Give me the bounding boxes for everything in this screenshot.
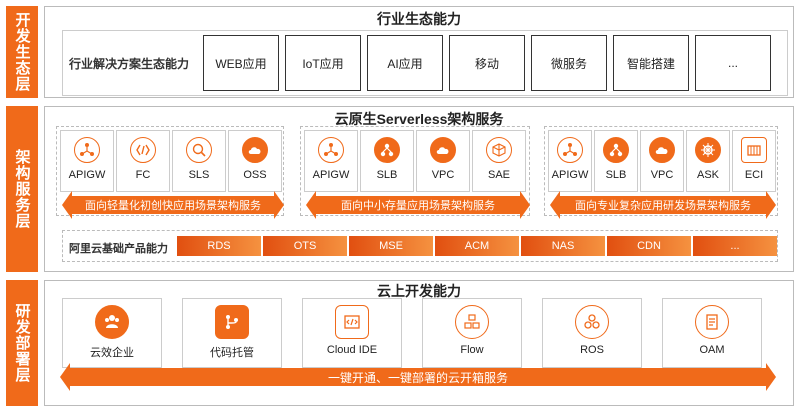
base-chip-mse: MSE <box>349 236 433 256</box>
base-chip-ots: OTS <box>263 236 347 256</box>
tool-name: ROS <box>580 344 604 356</box>
solution-smart-build: 智能搭建 <box>613 35 689 91</box>
service-name: VPC <box>650 169 674 181</box>
panel-arch-services: 云原生Serverless架构服务 <box>44 106 794 272</box>
service-name: FC <box>135 169 151 181</box>
service-card-apigw: APIGW <box>548 130 592 192</box>
tool-card-flow: Flow <box>422 298 522 368</box>
tool-card-ros: ROS <box>542 298 642 368</box>
service-group-lightweight <box>56 126 284 216</box>
cloud-network-icon <box>649 137 675 163</box>
panel-dev-deploy: 云上开发能力 <box>44 280 794 406</box>
log-search-icon <box>186 137 212 163</box>
service-card-apigw: APIGW <box>60 130 114 192</box>
service-name: ECI <box>744 169 764 181</box>
service-name: APIGW <box>551 169 589 181</box>
service-card-slb: SLB <box>360 130 414 192</box>
service-card-oss: OSS <box>228 130 282 192</box>
service-name: ASK <box>696 169 719 181</box>
solution-iot-app: IoT应用 <box>285 35 361 91</box>
tool-card-code-hosting: 代码托管 <box>182 298 282 368</box>
helm-wheel-icon <box>695 137 721 163</box>
panel-title-serverless: 云原生Serverless架构服务 <box>334 111 504 127</box>
solution-web-app: WEB应用 <box>203 35 279 91</box>
base-chip-rds: RDS <box>177 236 261 256</box>
document-list-icon <box>695 305 729 339</box>
base-products-label: 阿里云基础产品能力 <box>69 243 168 255</box>
cube-network-icon <box>486 137 512 163</box>
scenario-arrow-mid: 面向中小存量应用场景架构服务 <box>306 191 530 219</box>
service-card-vpc: VPC <box>640 130 684 192</box>
layer-label-dev-ecosystem: 开发生态层 <box>6 6 38 98</box>
tool-card-cloud-ide: Cloud IDE <box>302 298 402 368</box>
service-card-slb: SLB <box>594 130 638 192</box>
layer-label-dev-deploy: 研发部署层 <box>6 280 38 406</box>
service-name: SLB <box>605 169 627 181</box>
share-nodes-icon <box>557 137 583 163</box>
container-icon <box>741 137 767 163</box>
service-card-ask: ASK <box>686 130 730 192</box>
panel-title-cloud-dev: 云上开发能力 <box>377 283 461 299</box>
service-name: SLB <box>376 169 398 181</box>
resource-cluster-icon <box>575 305 609 339</box>
panel-dev-ecosystem: 行业生态能力 <box>44 6 794 98</box>
base-products-row: 阿里云基础产品能力 RDS OTS MSE ACM NAS CDN ... <box>62 230 778 262</box>
base-chip-acm: ACM <box>435 236 519 256</box>
cloud-storage-icon <box>242 137 268 163</box>
service-name: OSS <box>243 169 267 181</box>
service-name: VPC <box>431 169 455 181</box>
scenario-arrow-complex: 面向专业复杂应用研发场景架构服务 <box>550 191 776 219</box>
solution-ai-app: AI应用 <box>367 35 443 91</box>
base-chip-more: ... <box>693 236 777 256</box>
service-name: SLS <box>188 169 210 181</box>
solutions-label: 行业解决方案生态能力 <box>69 57 190 71</box>
tool-name: 云效企业 <box>90 347 134 359</box>
share-nodes-icon <box>318 137 344 163</box>
share-nodes-icon <box>74 137 100 163</box>
service-card-apigw: APIGW <box>304 130 358 192</box>
layer-label-arch-services: 架构服务层 <box>6 106 38 272</box>
tool-name: 代码托管 <box>210 347 254 359</box>
load-balancer-icon <box>603 137 629 163</box>
service-card-sls: SLS <box>172 130 226 192</box>
code-editor-icon <box>335 305 369 339</box>
flow-boxes-icon <box>455 305 489 339</box>
tool-card-oam: OAM <box>662 298 762 368</box>
tool-name: Cloud IDE <box>326 344 378 356</box>
deploy-arrow: 一键开通、一键部署的云开箱服务 <box>60 363 776 391</box>
tool-card-yunxiao: 云效企业 <box>62 298 162 368</box>
service-card-sae: SAE <box>472 130 526 192</box>
service-card-fc: FC <box>116 130 170 192</box>
base-chip-cdn: CDN <box>607 236 691 256</box>
solution-microservice: 微服务 <box>531 35 607 91</box>
service-name: APIGW <box>68 169 106 181</box>
service-name: APIGW <box>312 169 350 181</box>
service-group-mid <box>300 126 530 216</box>
base-chip-nas: NAS <box>521 236 605 256</box>
git-branch-icon <box>215 305 249 339</box>
solution-mobile: 移动 <box>449 35 525 91</box>
tool-name: Flow <box>460 344 484 356</box>
service-group-complex <box>544 126 778 216</box>
scenario-arrow-lightweight: 面向轻量化初创快应用场景架构服务 <box>62 191 284 219</box>
function-icon <box>130 137 156 163</box>
load-balancer-icon <box>374 137 400 163</box>
solution-more: ... <box>695 35 771 91</box>
service-card-vpc: VPC <box>416 130 470 192</box>
panel-title-industry: 行业生态能力 <box>377 11 461 27</box>
cloud-network-icon <box>430 137 456 163</box>
tool-name: OAM <box>699 344 725 356</box>
team-icon <box>95 305 129 339</box>
industry-solutions-row: 行业解决方案生态能力 WEB应用 IoT应用 AI应用 移动 微服务 智能搭建 … <box>62 30 788 96</box>
service-name: SAE <box>487 169 510 181</box>
service-card-eci: ECI <box>732 130 776 192</box>
